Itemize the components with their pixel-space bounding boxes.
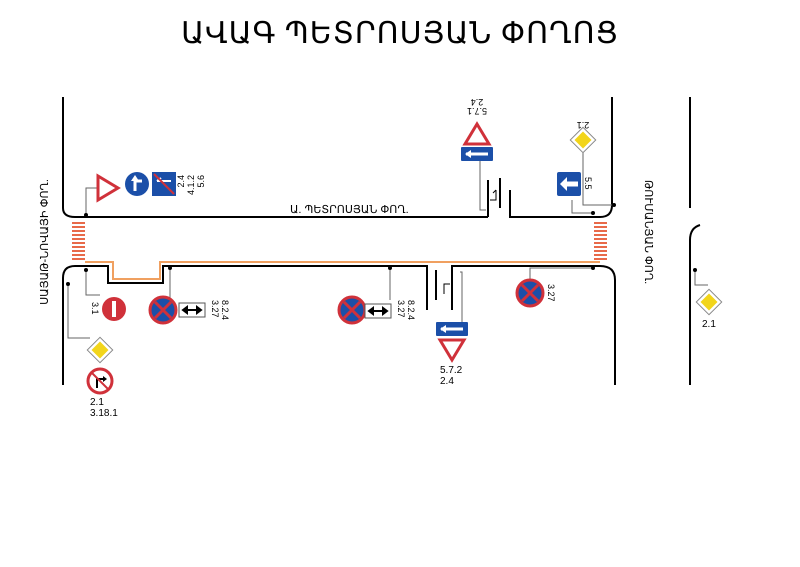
crosswalk-left: [72, 222, 85, 260]
sign-label: 5.7.1: [467, 106, 487, 116]
sign-label: 3.18.1: [90, 408, 118, 419]
road-edges: [62, 97, 701, 385]
yield-sign-icon: [438, 338, 466, 362]
priority-road-sign-icon: [695, 288, 723, 316]
crosswalk-right: [594, 222, 607, 260]
turn-marking-icon: [490, 189, 497, 201]
sign-label: 2.1: [702, 319, 716, 330]
sign-label: 3.27: [210, 300, 220, 318]
lane-direction-sign-icon: [557, 172, 581, 196]
curb-marking: [85, 261, 600, 280]
sign-label: 8.2.4: [406, 300, 416, 320]
sign-label: 4.1.2: [186, 175, 196, 195]
sign-label: 2.4: [471, 97, 484, 107]
sign-label: 3.1: [90, 302, 100, 315]
turn-marking-icon: [443, 283, 450, 294]
priority-road-sign-icon: [86, 336, 114, 364]
street-main: Ա. ՊԵՏՐՈՍՅԱՆ ՓՈՂ.: [290, 204, 409, 216]
sign-label: 3.27: [396, 300, 406, 318]
sign-label: 2.1: [577, 120, 590, 130]
no-entry-sign-icon: [102, 297, 126, 321]
direction-plate-icon: [364, 303, 392, 319]
no-parking-sign-icon: [515, 278, 545, 308]
street-left: ՍԱՅԱԹ-ՆՈՎԱՅԻ ՓՈՂ.: [39, 179, 51, 305]
sign-label: 8.2.4: [220, 300, 230, 320]
mandatory-turn-sign-icon: [125, 172, 149, 196]
no-parking-sign-icon: [337, 295, 367, 325]
yield-sign-icon: [463, 122, 491, 146]
direction-plate-icon: [178, 302, 206, 318]
page-title: ԱՎԱԳ ՊԵՏՐՈՍՅԱՆ ՓՈՂՈՑ: [181, 17, 619, 50]
leader-lines: [67, 148, 708, 339]
sign-label: 5.6: [196, 175, 206, 188]
sign-label: 5.5: [583, 177, 593, 190]
no-right-turn-sign-icon: [86, 367, 114, 395]
sign-label: 3.27: [546, 284, 556, 302]
yield-sign-icon: [96, 174, 120, 202]
sign-label: 2.4: [440, 376, 454, 387]
priority-road-sign-icon: [569, 126, 597, 154]
sign-label: 2.4: [176, 175, 186, 188]
sign-label: 2.1: [90, 397, 104, 408]
no-parking-sign-icon: [148, 295, 178, 325]
street-right: ԹՈՒՄԱՆՅԱՆ ՓՈՂ.: [642, 180, 654, 284]
lane-direction-sign-icon: [434, 320, 470, 338]
lane-end-sign-icon: [152, 172, 176, 196]
sign-label: 5.7.2: [440, 365, 463, 376]
lane-direction-sign-icon: [459, 145, 495, 163]
